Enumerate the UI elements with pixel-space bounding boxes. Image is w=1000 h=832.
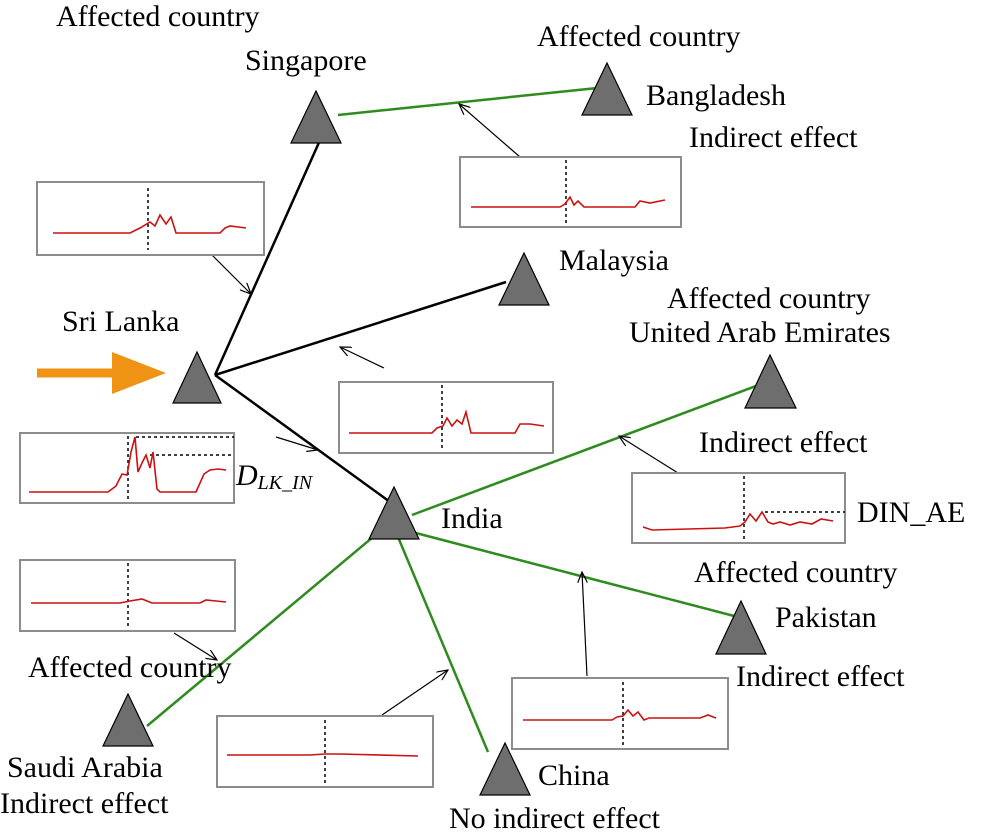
uae-effect: Indirect effect: [699, 426, 868, 459]
callout-malaysia-link: [340, 347, 385, 369]
china-name: China: [538, 759, 610, 792]
node-malaysia-marker: [498, 251, 550, 306]
spark-box-singapore-link: [36, 181, 265, 256]
uae-status: Affected country: [667, 282, 871, 315]
link-india-saudi-arabia: [146, 526, 386, 727]
saudi-effect: Indirect effect: [0, 787, 169, 820]
d-lk-in-main: D: [235, 459, 258, 492]
callout-saudi-link: [173, 632, 217, 660]
singapore-status: Affected country: [56, 0, 260, 33]
sri-lanka-name: Sri Lanka: [62, 305, 179, 338]
uae-name: United Arab Emirates: [629, 316, 891, 349]
pakistan-name: Pakistan: [775, 601, 877, 634]
din-ae-label: DIN_AE: [857, 496, 965, 529]
node-saudi-arabia-marker: [102, 692, 154, 747]
saudi-status: Affected country: [28, 651, 232, 684]
link-india-pakistan: [411, 530, 739, 619]
node-india-marker: [368, 485, 420, 540]
d-lk-in-sub: LK_IN: [257, 472, 314, 494]
link-india-uae: [411, 381, 765, 517]
callout-india-link: [275, 436, 318, 450]
links: [146, 85, 765, 753]
nodes: [102, 61, 797, 796]
link-sri-lanka-singapore: [213, 137, 323, 376]
spark-box-india-link: [19, 432, 235, 504]
china-effect: No indirect effect: [449, 802, 661, 832]
pakistan-effect: Indirect effect: [736, 660, 905, 693]
pakistan-status: Affected country: [694, 556, 898, 589]
source-arrow: [37, 352, 166, 394]
spark-box-malaysia-link: [338, 381, 554, 454]
link-singapore-bangladesh: [337, 85, 608, 117]
link-sri-lanka-india: [214, 373, 398, 509]
callout-bangladesh-link: [459, 104, 521, 158]
spark-box-uae-link: [631, 472, 846, 544]
callout-uae-link: [619, 436, 679, 474]
link-sri-lanka-malaysia: [214, 280, 507, 377]
saudi-name: Saudi Arabia: [7, 751, 163, 784]
spark-box-bangladesh-link: [459, 156, 682, 228]
callout-china-link: [381, 670, 448, 716]
india-name: India: [441, 502, 503, 535]
node-pakistan-marker: [715, 599, 767, 655]
callout-arrows: [173, 104, 679, 716]
node-singapore-marker: [290, 89, 342, 144]
d-lk-in-label: DLK_IN: [235, 459, 314, 494]
spark-box-china-link: [216, 715, 434, 788]
malaysia-name: Malaysia: [559, 244, 669, 277]
spark-box-saudi-link: [19, 559, 236, 632]
node-uae-marker: [744, 353, 797, 409]
spark-box-pakistan-link: [511, 677, 729, 750]
node-china-marker: [479, 741, 531, 796]
node-bangladesh-marker: [581, 61, 633, 116]
spark-boxes: [19, 156, 846, 788]
callout-singapore-link: [211, 254, 251, 294]
callout-pakistan-link: [582, 572, 588, 677]
link-india-china: [396, 536, 490, 753]
bangladesh-status: Affected country: [537, 20, 741, 53]
bangladesh-name: Bangladesh: [646, 79, 786, 112]
singapore-name: Singapore: [245, 44, 367, 77]
labels: Affected country Singapore Affected coun…: [0, 0, 965, 832]
bangladesh-effect: Indirect effect: [689, 121, 858, 154]
node-sri-lanka-marker: [172, 350, 222, 404]
